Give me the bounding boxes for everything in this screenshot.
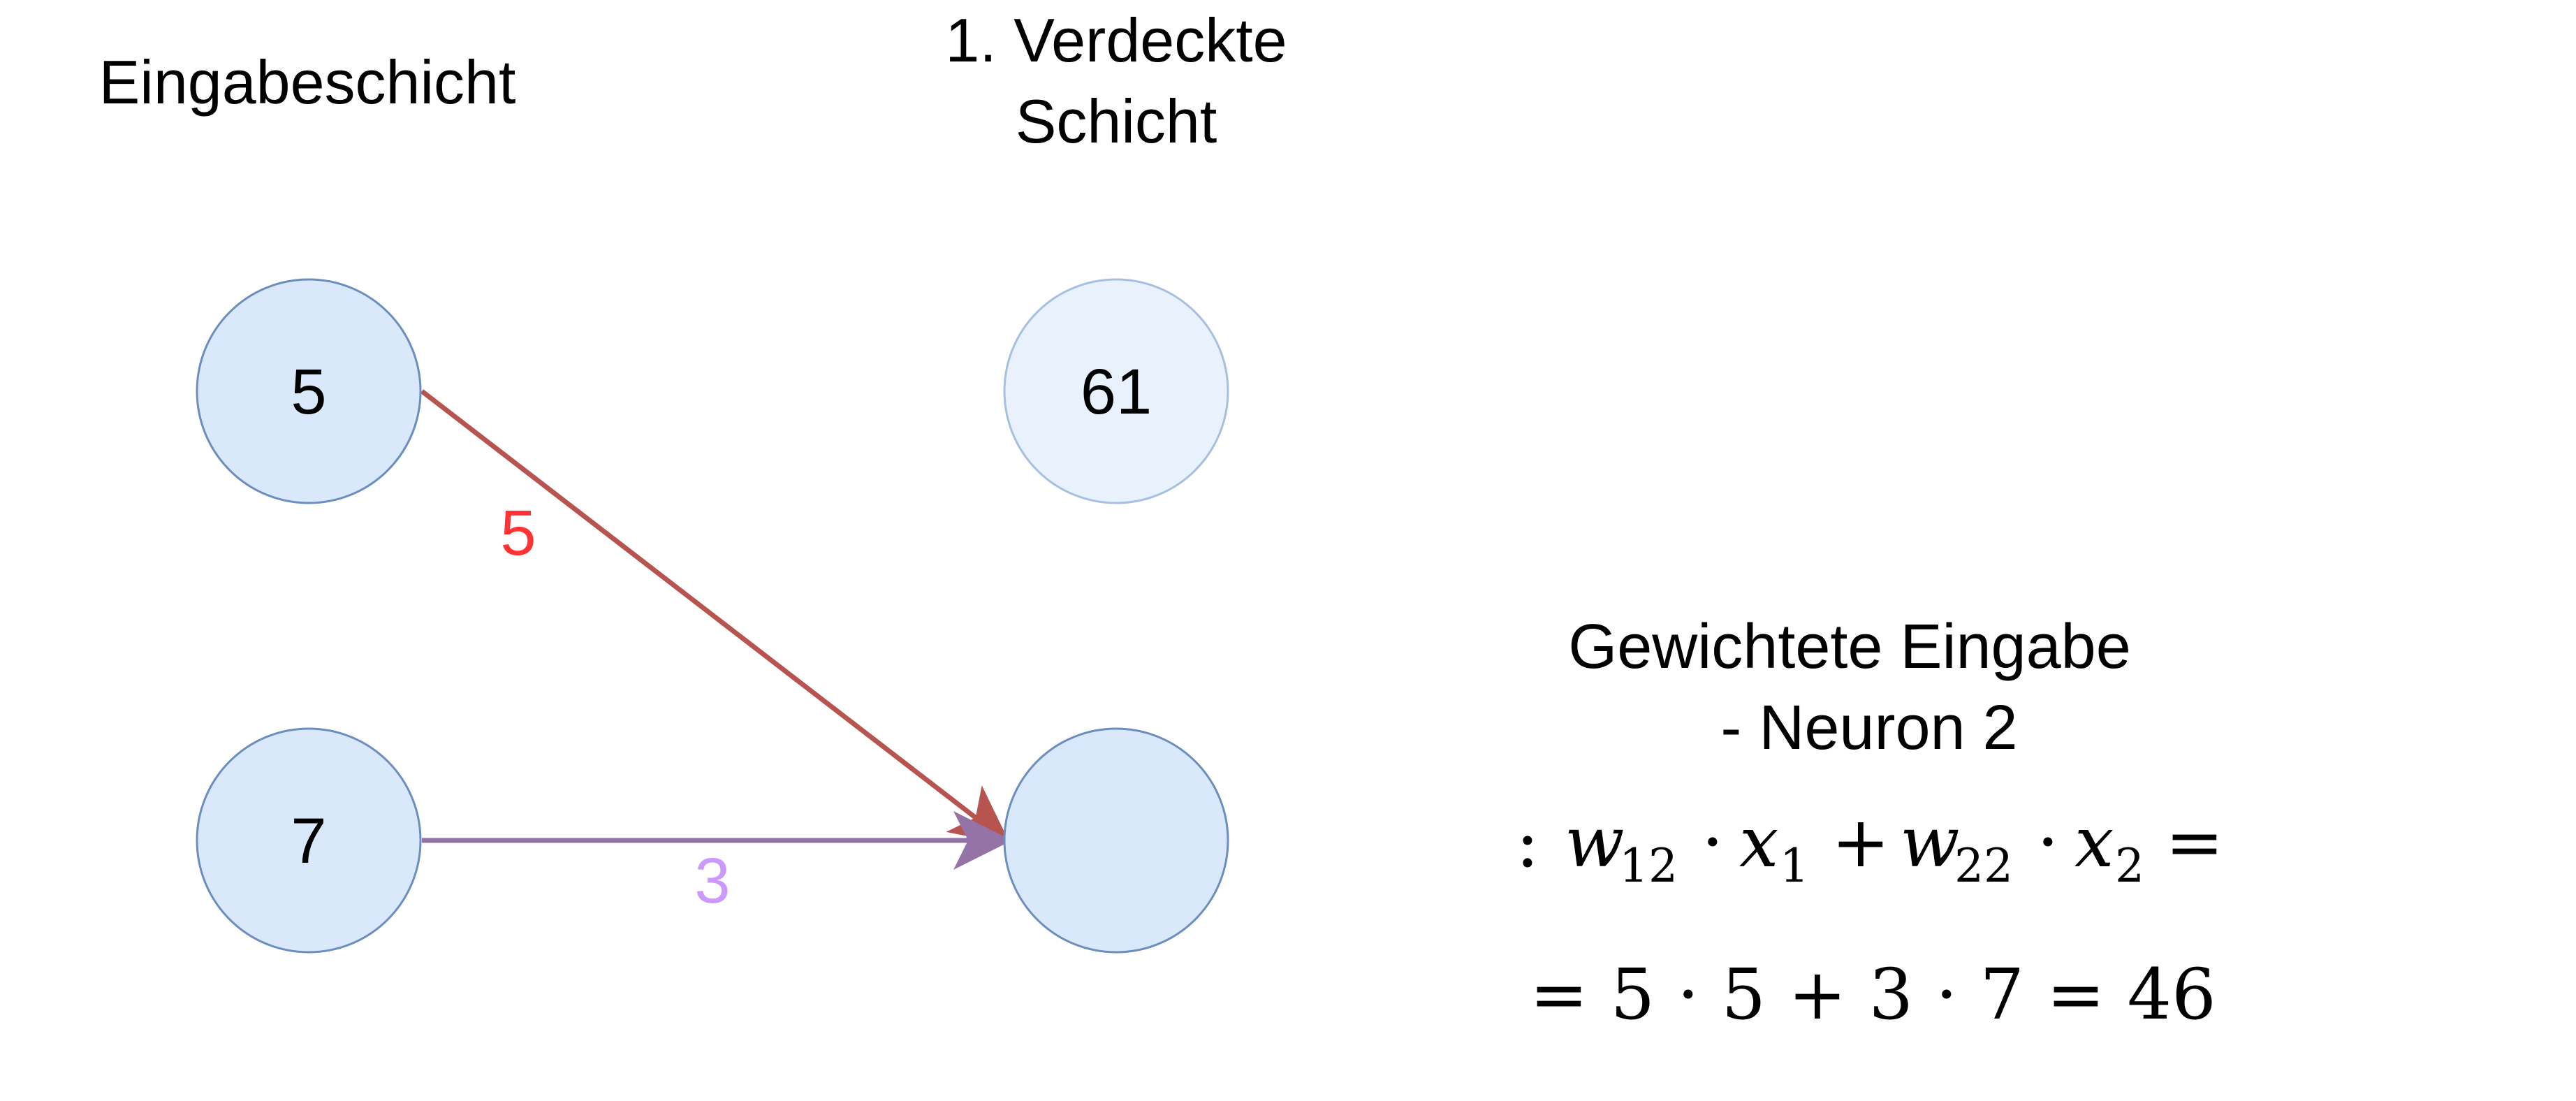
hidden-neuron-2 bbox=[1003, 727, 1229, 954]
formula-w22: w bbox=[1900, 801, 1960, 883]
formula-x1-sub: 1 bbox=[1780, 839, 1809, 893]
input-neuron-2 bbox=[196, 727, 422, 954]
svg-text:·: · bbox=[1702, 801, 1724, 883]
weight-label-w12: 5 bbox=[500, 497, 536, 569]
input-neuron-2-value: 7 bbox=[291, 805, 326, 877]
formula-x2-sub: 2 bbox=[2115, 839, 2144, 893]
hidden-layer-title-line2: Schicht bbox=[1016, 87, 1217, 156]
svg-text:+: + bbox=[1831, 801, 1890, 883]
formula-w12: w bbox=[1565, 801, 1625, 883]
svg-text::: : bbox=[1516, 801, 1539, 883]
input-layer-title: Eingabeschicht bbox=[99, 48, 516, 117]
formula-line-1: : w 12 · x 1 + w 22 · x 2 = bbox=[1516, 801, 2224, 893]
formula-x2: x bbox=[2074, 801, 2114, 883]
input-neuron-1 bbox=[196, 278, 422, 504]
explanation-title-line1: Gewichtete Eingabe bbox=[1568, 612, 2131, 682]
hidden-layer-title-line1: 1. Verdeckte bbox=[945, 6, 1287, 75]
formula-w22-sub: 22 bbox=[1954, 839, 2013, 893]
svg-text:·: · bbox=[2037, 801, 2059, 883]
hidden-neuron-1-value: 61 bbox=[1081, 356, 1152, 428]
weight-label-w22: 3 bbox=[694, 845, 730, 917]
svg-text:=: = bbox=[2165, 801, 2224, 883]
formula-x1: x bbox=[1739, 801, 1778, 883]
edge-input1-to-hidden2 bbox=[420, 389, 1011, 845]
explanation-title-line2: - Neuron 2 bbox=[1720, 693, 2017, 763]
formula-w12-sub: 12 bbox=[1619, 839, 1678, 893]
formula-line-2: = 5 · 5 + 3 · 7 = 46 bbox=[1530, 954, 2216, 1035]
hidden-neuron-1 bbox=[1003, 278, 1229, 504]
input-neuron-1-value: 5 bbox=[291, 356, 326, 428]
